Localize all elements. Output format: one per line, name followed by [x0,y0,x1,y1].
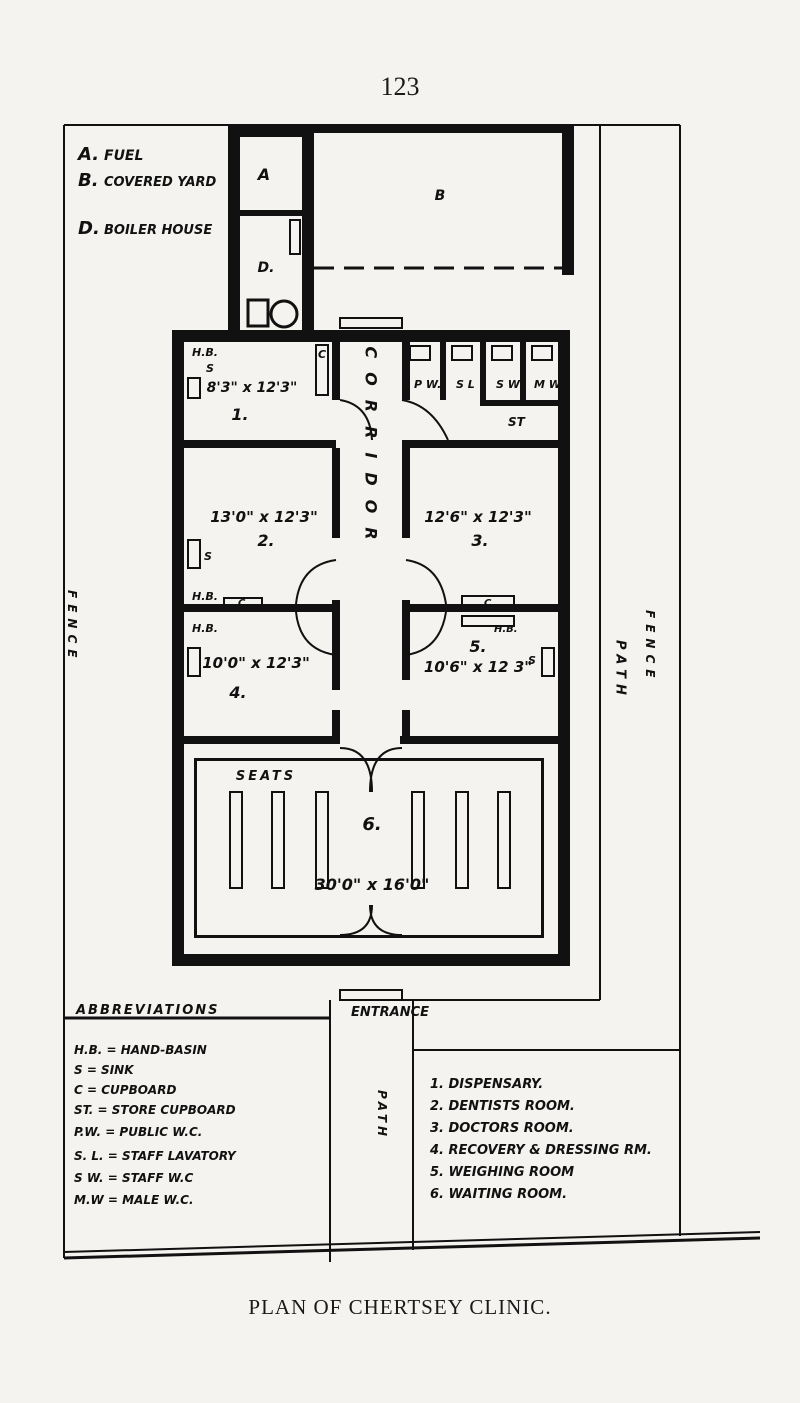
room-6-number: 6. [362,814,381,835]
outbuildings [228,125,574,335]
label-cupboard-3: C [484,598,492,609]
site-boundary [63,124,761,1262]
label-sink-2: S [204,550,212,563]
room-5-number: 5. [469,637,486,656]
room-2-number: 2. [257,531,274,550]
abbreviation-item: P.W. = PUBLIC W.C. [74,1125,202,1139]
room-3-dims: 12'6" x 12'3" [424,508,532,526]
abbreviations-title: ABBREVIATIONS [75,1003,219,1018]
room-5-dims: 10'6" x 12 3" [424,658,532,676]
fixture-labels: H.B. S C S H.B. H.B. C C H.B. S P W. S L… [192,346,562,667]
page-number: 123 [380,72,420,101]
abbreviations-key: ABBREVIATIONS H.B. = HAND-BASIN S = SINK… [74,1003,237,1207]
site-key: A. FUEL B. COVERED YARD D. BOILER HOUSE [76,144,217,239]
legend-item: 3. DOCTORS ROOM. [430,1121,574,1136]
room-legend: 1. DISPENSARY. 2. DENTISTS ROOM. 3. DOCT… [429,1077,652,1202]
label-hand-basin-5: H.B. [494,624,518,635]
label-corridor: CORRIDOR [362,346,381,553]
label-fence-west: FENCE [65,590,79,663]
key-code-b: B. [78,170,99,191]
room-labels: 8'3" x 12'3" 1. 13'0" x 12'3" 2. 12'6" x… [202,380,532,894]
figure-caption: PLAN OF CHERTSEY CLINIC. [248,1295,552,1319]
label-path-south: PATH [375,1090,389,1140]
abbreviation-item: H.B. = HAND-BASIN [74,1043,207,1057]
abbreviation-item: S. L. = STAFF LAVATORY [74,1149,237,1163]
label-sink-1: S [206,362,214,375]
label-hand-basin-1: H.B. [192,346,218,359]
room-4-dims: 10'0" x 12'3" [202,654,310,672]
legend-item: 4. RECOVERY & DRESSING RM. [429,1143,652,1158]
key-text-fuel: FUEL [104,148,143,164]
label-boiler-house: D. [258,260,275,276]
abbreviation-item: S = SINK [74,1063,135,1077]
abbreviation-item: S W. = STAFF W.C [74,1171,193,1185]
room-6-dims: 30'0" x 16'0" [315,875,430,894]
label-male-wc: M W [534,378,562,391]
room-3-number: 3. [471,531,488,550]
abbreviation-item: ST. = STORE CUPBOARD [74,1103,236,1117]
building-walls [172,330,570,966]
label-seats: SEATS [236,769,296,784]
room-2-dims: 13'0" x 12'3" [210,508,318,526]
room-4-number: 4. [228,683,246,702]
label-store-cupboard: ST [508,415,526,429]
label-staff-wc: S W [496,378,521,391]
legend-item: 1. DISPENSARY. [430,1077,543,1092]
legend-item: 6. WAITING ROOM. [430,1187,567,1202]
label-cupboard-2: C [238,598,246,609]
abbreviation-item: M.W = MALE W.C. [74,1193,194,1207]
key-text-covered-yard: COVERED YARD [104,175,217,190]
legend-item: 5. WEIGHING ROOM [430,1165,574,1180]
fixtures [187,317,555,1001]
key-code-d: D. [78,218,100,239]
room-1-number: 1. [231,405,248,424]
label-covered-yard: B [435,188,446,204]
room-1-dims: 8'3" x 12'3" [207,380,298,396]
label-fuel-store: A [256,165,270,184]
label-public-wc: P W. [414,378,441,391]
label-fence-east: FENCE [643,610,657,683]
abbreviation-item: C = CUPBOARD [74,1083,176,1097]
label-staff-lavatory: S L [456,378,475,391]
label-path-east: PATH [613,640,628,701]
key-code-a: A. [76,144,99,165]
label-cupboard-1: C [318,348,326,361]
label-entrance: ENTRANCE [351,1005,429,1020]
label-hand-basin-2: H.B. [192,590,218,603]
key-text-boiler-house: BOILER HOUSE [104,223,212,238]
label-sink-5: S [528,654,536,667]
label-hand-basin-4: H.B. [192,622,218,635]
legend-item: 2. DENTISTS ROOM. [430,1099,575,1114]
